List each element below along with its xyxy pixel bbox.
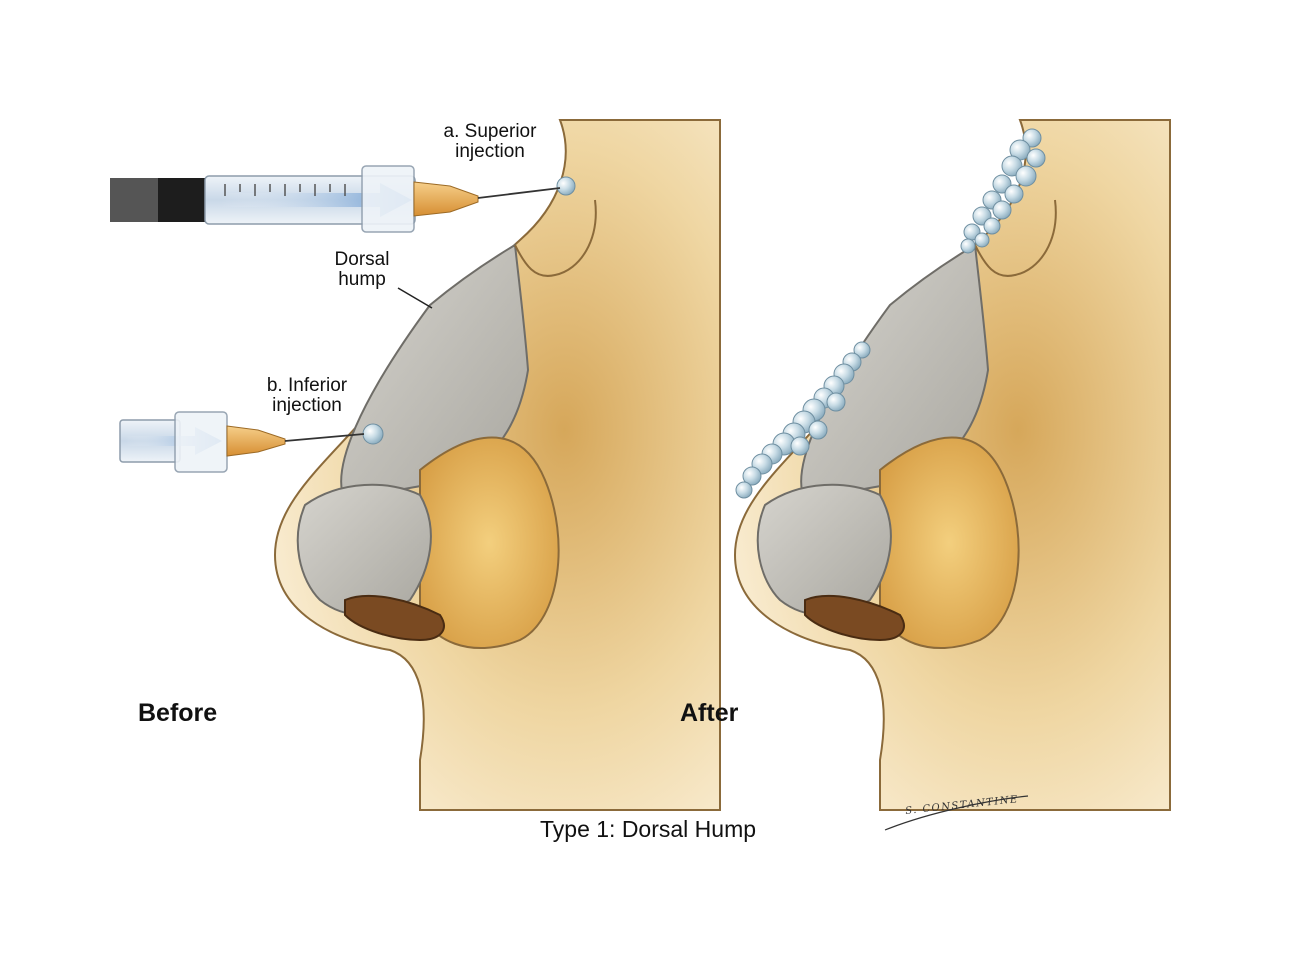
callout-superior-line2: injection	[455, 140, 525, 162]
syringe-superior-black-band	[158, 178, 210, 222]
before-fat-pad	[419, 436, 560, 649]
callout-inferior-injection: b. Inferior injection	[252, 376, 362, 416]
before-alar-cartilage	[296, 483, 432, 616]
syringe-superior-needle	[477, 187, 561, 199]
syringe-superior-collar	[361, 165, 415, 233]
after-alar-cartilage	[756, 483, 892, 616]
before-superior-bleb	[556, 176, 576, 196]
callout-superior-line1: a. Superior	[443, 121, 537, 142]
before-septum-line	[514, 199, 597, 277]
dorsal-hump-leader	[397, 287, 433, 309]
callout-inferior-line2: injection	[272, 394, 342, 416]
syringe-superior-arrow	[220, 183, 412, 217]
syringe-superior-ticks	[224, 184, 346, 196]
before-nose	[273, 119, 721, 811]
callout-dorsal-line1: Dorsal	[334, 249, 390, 270]
before-inferior-bleb	[362, 423, 384, 445]
syringe-inferior-needle	[284, 433, 365, 442]
signature-underline	[884, 795, 1029, 831]
syringe-inferior	[119, 411, 365, 473]
panel-label-after: After	[680, 699, 739, 727]
after-superior-filler	[960, 128, 1046, 254]
after-septum-line	[974, 199, 1057, 277]
callout-inferior-line1: b. Inferior	[266, 375, 348, 396]
after-nose	[733, 119, 1171, 811]
syringe-superior	[110, 165, 561, 233]
callout-dorsal-line2: hump	[338, 268, 386, 290]
callout-superior-injection: a. Superior injection	[430, 122, 550, 162]
after-fat-pad	[879, 436, 1020, 649]
figure-caption: Type 1: Dorsal Hump	[540, 816, 757, 842]
before-nostril	[344, 594, 445, 642]
syringe-inferior-collar	[174, 411, 228, 473]
syringe-inferior-hub	[226, 425, 286, 457]
after-inferior-filler	[735, 341, 871, 499]
syringe-superior-plunger	[110, 178, 160, 222]
syringe-superior-hub	[413, 181, 479, 217]
panel-label-before: Before	[138, 699, 218, 727]
callout-dorsal-hump: Dorsal hump	[322, 250, 402, 290]
after-nostril	[804, 594, 905, 642]
